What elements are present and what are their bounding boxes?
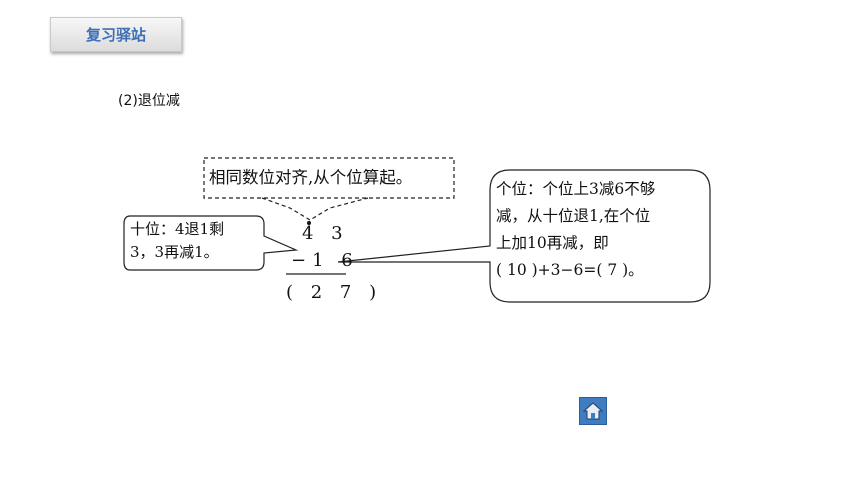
top-tip-pointer: [261, 197, 369, 221]
right-tip-line: ( 10 )+3−6=( 7 )。: [496, 261, 644, 279]
right-tip-text: 个位：个位上3减6不够 减，从十位退1,在个位 上加10再减，即 ( 10 )+…: [488, 170, 710, 302]
right-tip-line: 上加10再减，即: [496, 234, 609, 252]
right-tip-line: 减，从十位退1,在个位: [496, 207, 651, 225]
home-button[interactable]: [579, 397, 607, 425]
left-tip-text: 十位：4退1剩 3，3再减1。: [124, 216, 264, 270]
left-tip-line: 3，3再减1。: [130, 243, 219, 261]
result: ( 2 7 ): [286, 282, 383, 303]
home-icon: [583, 402, 603, 420]
right-tip-line: 个位：个位上3减6不够: [496, 180, 656, 198]
review-station-tab[interactable]: 复习驿站: [50, 17, 182, 52]
section-title: (2)退位减: [118, 93, 180, 109]
left-tip-line: 十位：4退1剩: [130, 220, 225, 238]
top-tip-text: 相同数位对齐,从个位算起。: [209, 168, 413, 187]
subtrahend: −1 6: [291, 250, 359, 271]
minuend: 4 3: [302, 223, 349, 244]
